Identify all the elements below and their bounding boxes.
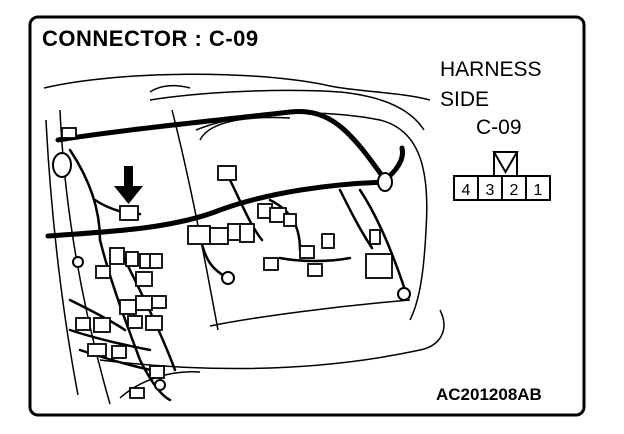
pin-3-label: 3 bbox=[486, 182, 495, 199]
pin-1-label: 1 bbox=[534, 182, 543, 199]
page-title: CONNECTOR : C-09 bbox=[42, 26, 259, 51]
pin-2-label: 2 bbox=[510, 182, 519, 199]
location-arrow-icon bbox=[114, 166, 143, 204]
connector-id-label: C-09 bbox=[476, 116, 522, 139]
harness-label-line1: HARNESS bbox=[440, 58, 542, 81]
pin-4-label: 4 bbox=[462, 182, 471, 199]
figure-code: AC201208AB bbox=[436, 385, 542, 404]
connector-face bbox=[453, 151, 551, 201]
harness-label-line2: SIDE bbox=[440, 88, 490, 111]
grommets bbox=[52, 152, 411, 391]
connector-blocks bbox=[61, 127, 393, 399]
diagram-border bbox=[28, 15, 586, 417]
